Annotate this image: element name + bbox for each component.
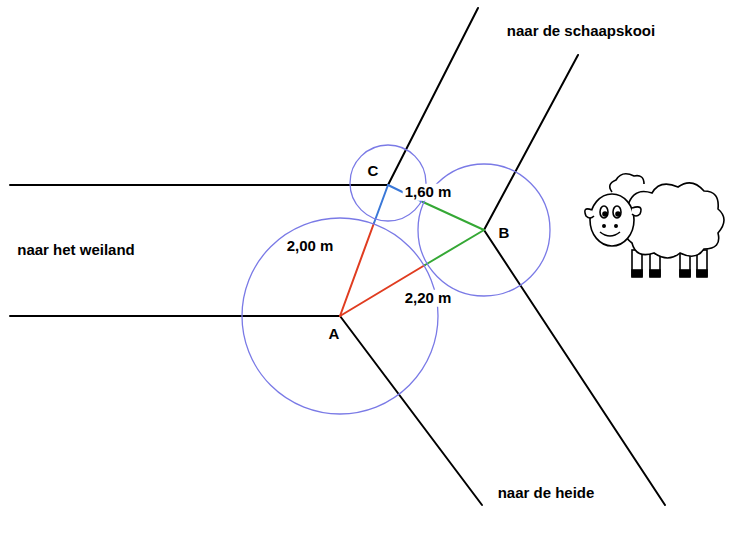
point-letter: B bbox=[499, 225, 510, 242]
dimension-label: 2,20 m bbox=[403, 290, 454, 307]
direction-label: naar de heide bbox=[498, 485, 595, 502]
sheep-illustration bbox=[585, 174, 724, 277]
point-letter: A bbox=[329, 326, 340, 343]
circle-outline bbox=[241, 217, 439, 415]
dimension-label: 2,00 m bbox=[287, 238, 334, 255]
dimension-label: 1,60 m bbox=[403, 184, 454, 201]
point-circle: A bbox=[241, 217, 439, 415]
direction-label: naar het weiland bbox=[17, 242, 135, 259]
point-letter: C bbox=[368, 163, 379, 180]
direction-label: naar de schaapskooi bbox=[507, 23, 655, 40]
